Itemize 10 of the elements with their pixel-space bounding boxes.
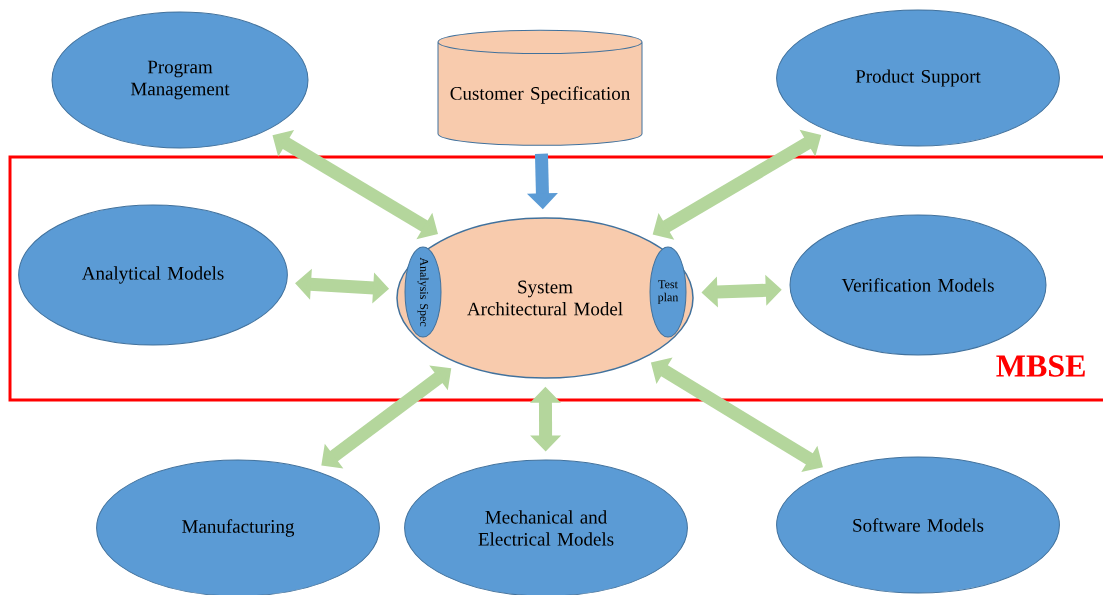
cylinder-node: Customer Specification — [437, 29, 643, 146]
ellipse-node: Program Management — [51, 11, 309, 149]
ellipse-node: Test plan — [649, 246, 687, 338]
ellipse-node: Analysis Spec — [404, 246, 442, 338]
ellipse-node: Product Support — [776, 9, 1060, 147]
ellipse-node: Manufacturing — [96, 459, 380, 595]
ellipse-node: Mechanical and Electrical Models — [404, 459, 688, 595]
ellipse-node: Software Models — [776, 456, 1060, 594]
ellipse-node: Analytical Models — [18, 204, 288, 346]
ellipse-node: Verification Models — [789, 214, 1047, 356]
